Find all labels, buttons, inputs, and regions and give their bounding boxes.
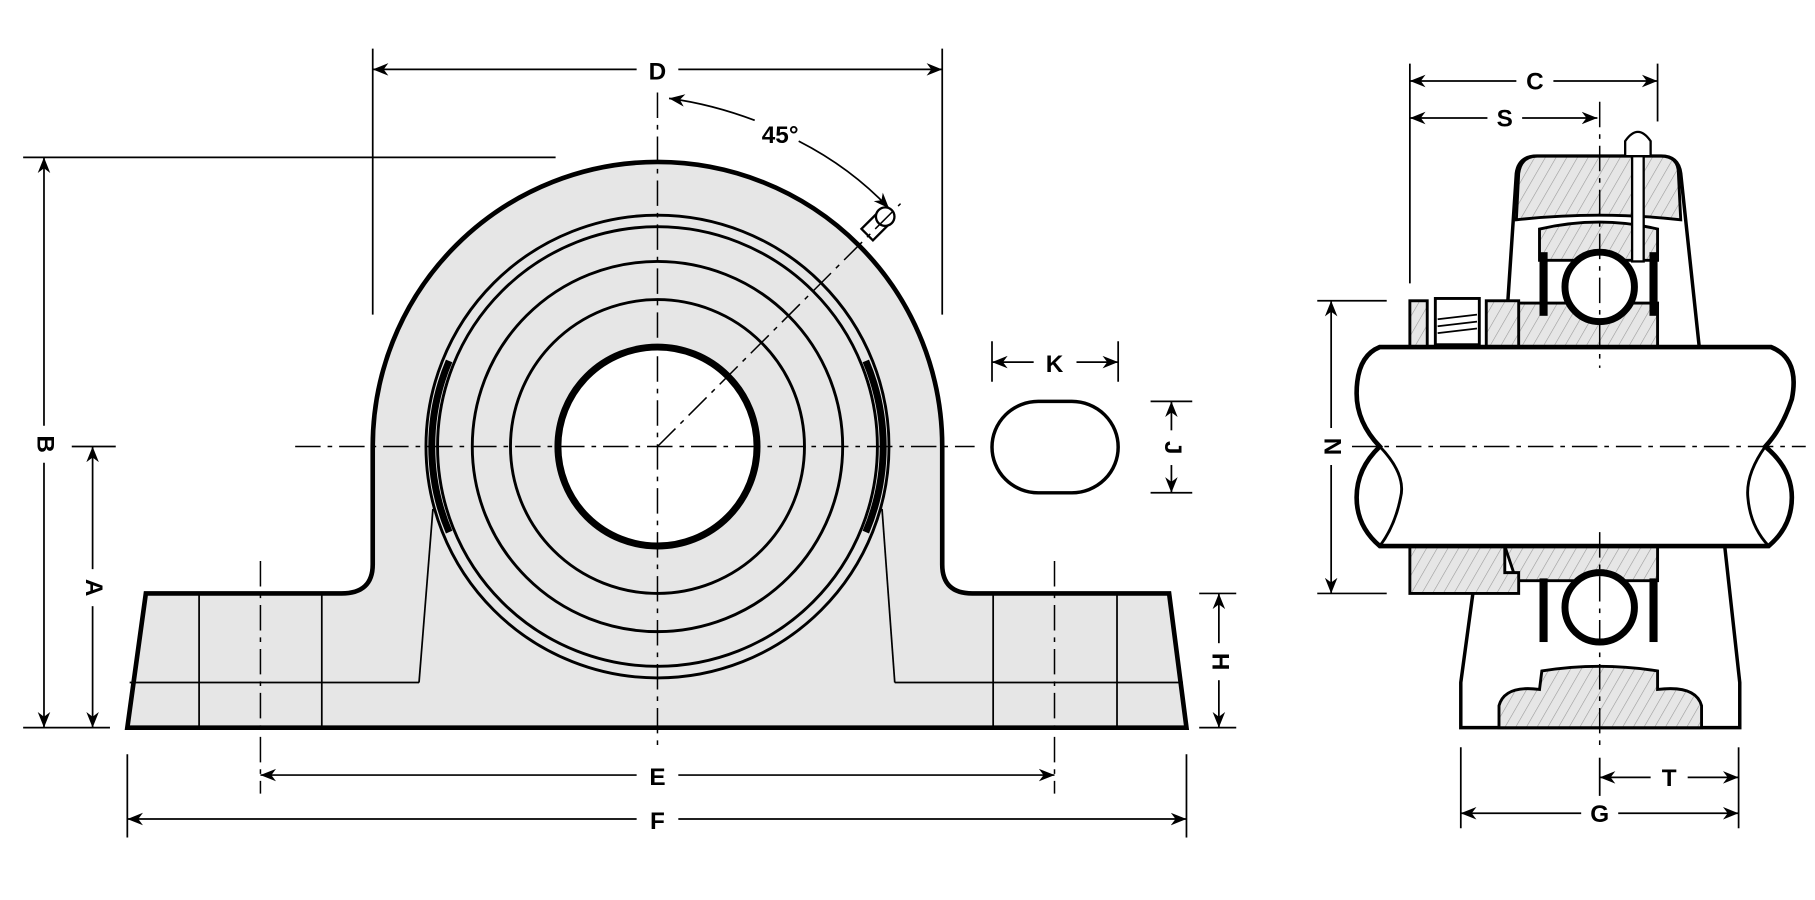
bolt-slot [990,399,1120,495]
label-e: E [649,764,665,791]
dimension-angle: 45° [668,94,890,209]
dimension-g: G [1459,747,1740,829]
centerlines [259,92,1056,794]
label-c: C [1526,69,1544,96]
dimension-h: H [1199,592,1237,729]
dimension-b: B [23,156,556,729]
dimension-d: D [371,48,944,315]
front-view: D 45° B A E [23,48,1237,838]
label-b: B [32,435,59,453]
section-view: C S N T G [1317,63,1806,829]
dimension-a: A [71,445,116,728]
section-centerlines [1351,101,1806,747]
label-j: J [1159,441,1186,455]
seals [1539,252,1658,643]
label-h: H [1206,653,1233,671]
dimension-j: J [1150,400,1193,494]
dimension-n: N [1317,299,1387,595]
dimension-f: F [126,754,1188,838]
dimension-t: T [1598,757,1739,796]
dimension-k: K [991,341,1120,382]
label-k: K [1046,351,1064,378]
dimension-e: E [260,764,1055,791]
label-angle: 45° [762,122,799,149]
label-f: F [650,808,665,835]
label-g: G [1590,801,1609,828]
base-lines [129,508,1183,728]
grease-fitting-section [1624,130,1652,263]
label-n: N [1319,438,1346,456]
dimension-s: S [1409,106,1598,133]
label-a: A [80,579,107,597]
label-t: T [1662,765,1677,792]
label-d: D [649,58,667,85]
dimension-c: C [1408,63,1659,284]
label-s: S [1497,106,1513,133]
set-screw [1433,297,1481,347]
grease-fitting [859,206,896,242]
